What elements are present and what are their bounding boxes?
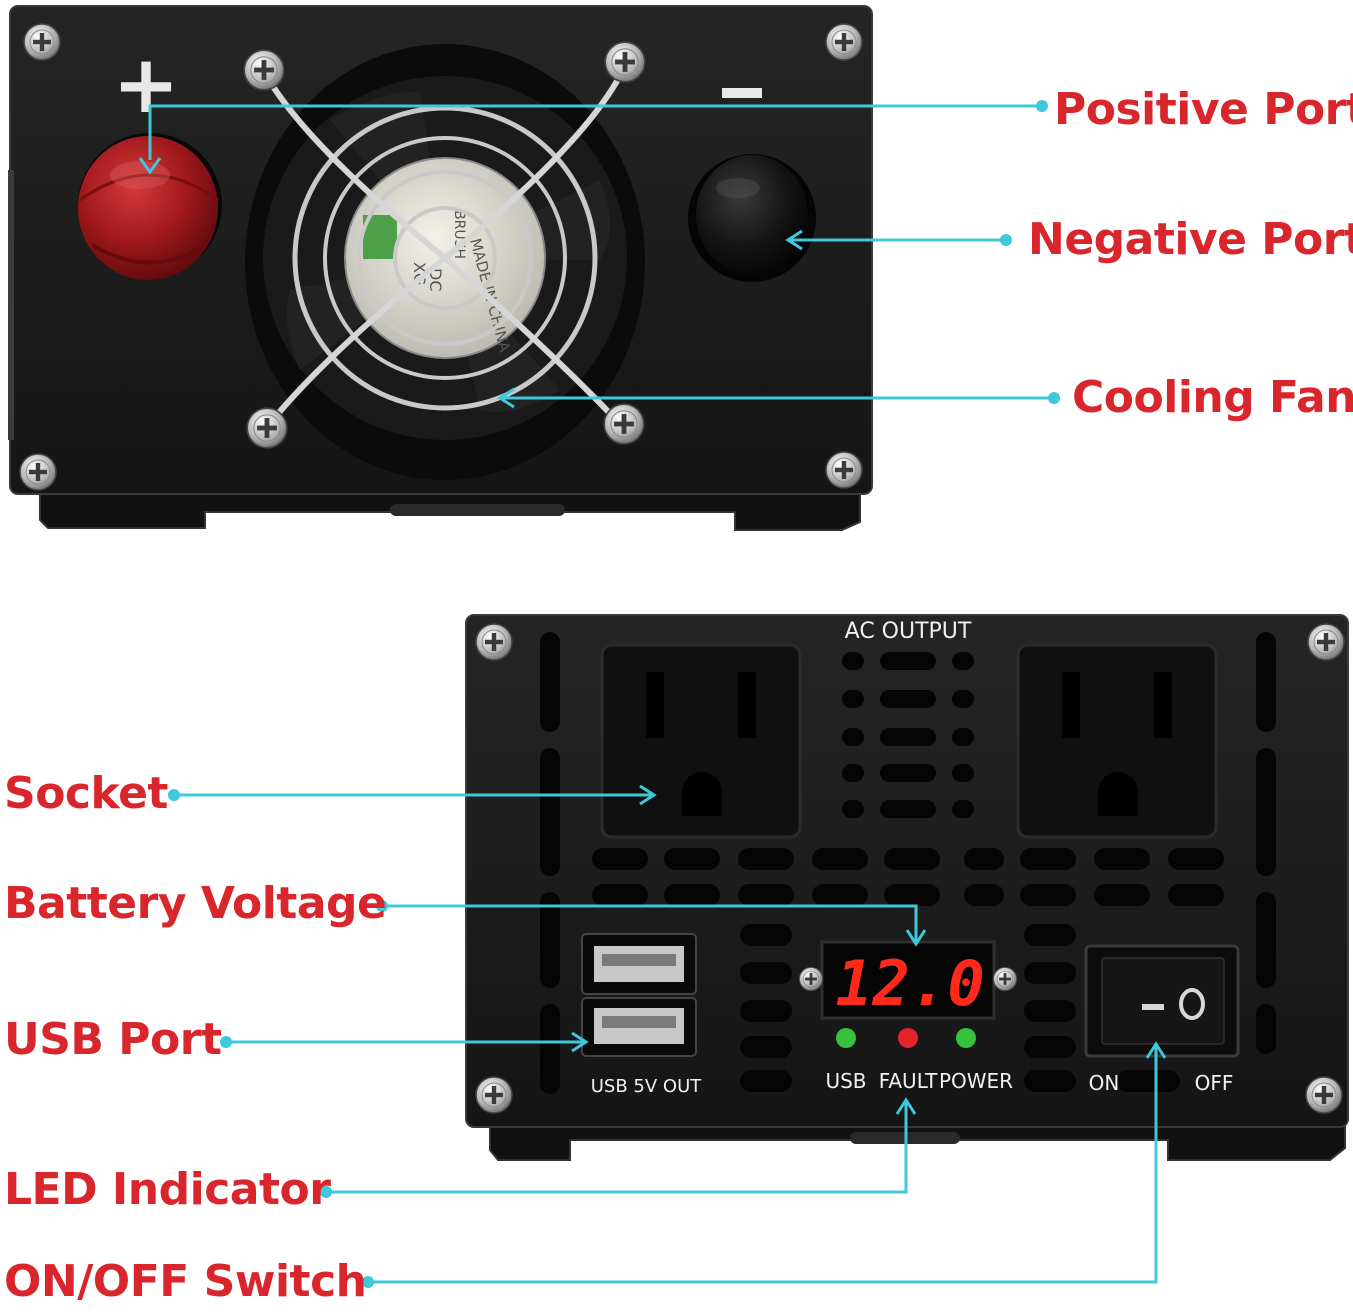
usb-led (836, 1028, 856, 1048)
callout-usb-port: USB Port (4, 1014, 222, 1065)
voltage-readout: 12.0 (835, 947, 984, 1020)
plus-symbol: + (112, 38, 179, 131)
ac-output-label: AC OUTPUT (845, 619, 972, 644)
leader-on-off-switch (368, 1046, 1158, 1284)
side-vents (540, 632, 1276, 1094)
leader-battery-voltage (382, 904, 918, 942)
rocker-switch-icon[interactable] (1084, 944, 1240, 1058)
screw-icon (798, 966, 824, 992)
switch-on-label: ON (1089, 1071, 1120, 1095)
callout-positive-port: Positive Port (1054, 84, 1353, 135)
arrow-head (905, 929, 927, 947)
screw-icon (1305, 1076, 1343, 1114)
screw-icon (475, 623, 513, 661)
arrow-head (571, 1031, 589, 1053)
side-vent (8, 170, 14, 440)
minus-symbol (722, 88, 762, 98)
power-led (956, 1028, 976, 1048)
switch-on-glyph (1142, 1004, 1164, 1010)
callout-battery-voltage: Battery Voltage (4, 878, 387, 929)
fan-sticker-text: DC (426, 268, 445, 292)
leader-lines (138, 104, 1167, 1284)
horizontal-vents (592, 848, 1224, 1092)
callout-on-off-switch: ON/OFF Switch (4, 1256, 367, 1307)
switch-off-glyph (1179, 988, 1205, 1020)
screw-icon (243, 49, 285, 91)
fan-icon: MADE IN CHINA DC XG BRUSH (243, 41, 646, 480)
screw-icon (992, 966, 1018, 992)
fault-led (898, 1028, 918, 1048)
screw-icon (1307, 623, 1345, 661)
usb-port-icon (581, 933, 697, 1057)
arrow-head (785, 229, 803, 251)
arrow-head (639, 784, 657, 806)
callout-led-indicator: LED Indicator (4, 1164, 331, 1215)
led-label-fault: FAULT (879, 1069, 938, 1093)
screw-icon (19, 453, 57, 491)
arrow-head (1145, 1041, 1167, 1059)
front-panel: + MADE IN CHIN (8, 5, 873, 531)
screw-icon (604, 41, 646, 83)
voltage-display: 12.0 (798, 940, 1018, 1020)
usb-label: USB 5V OUT (591, 1076, 703, 1097)
arrow-head (895, 1097, 917, 1115)
screw-icon (825, 451, 863, 489)
ac-socket-icon (1016, 643, 1218, 839)
positive-terminal (78, 133, 222, 280)
negative-terminal (688, 154, 816, 282)
arrow-head (497, 387, 515, 409)
callout-socket: Socket (4, 768, 168, 819)
leader-positive-port (148, 104, 1042, 160)
led-label-usb: USB (825, 1069, 866, 1093)
leader-dots (168, 100, 1060, 1288)
callout-negative-port: Negative Port (1028, 214, 1353, 265)
screw-icon (475, 1076, 513, 1114)
bracket-slot (390, 504, 565, 516)
center-vents (842, 652, 974, 818)
switch-off-label: OFF (1195, 1071, 1234, 1095)
screw-icon (246, 407, 288, 449)
screw-icon (23, 23, 61, 61)
screw-icon (825, 23, 863, 61)
callout-cooling-fan: Cooling Fan (1072, 372, 1353, 423)
ac-socket-icon (600, 643, 802, 839)
leader-led-indicator (326, 1102, 908, 1194)
led-label-power: POWER (939, 1069, 1013, 1093)
back-panel: AC OUTPUT USB 5V OUT (465, 614, 1349, 1161)
arrow-head (138, 157, 162, 175)
screw-icon (603, 403, 645, 445)
